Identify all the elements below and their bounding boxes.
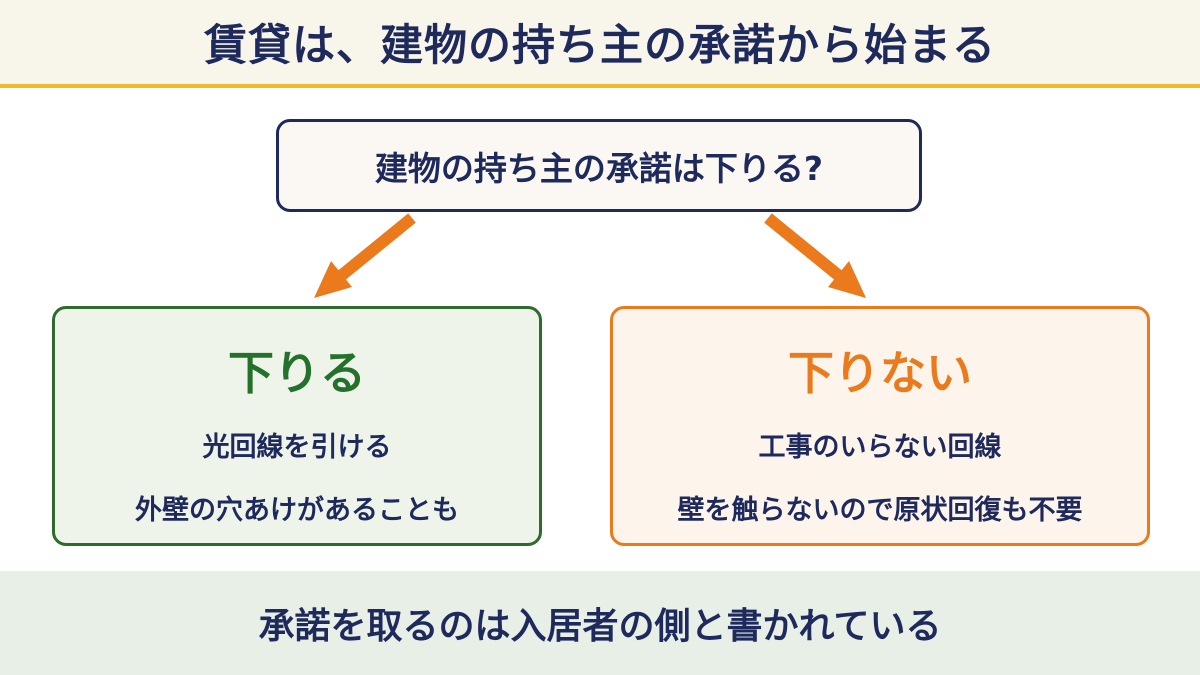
option-no-line-2: 壁を触らないので原状回復も不要 [677,495,1083,526]
question-text: 建物の持ち主の承諾は下りる? [374,148,824,188]
option-yes-line-1: 光回線を引ける [202,432,392,463]
header-bar: 賃貸は、建物の持ち主の承諾から始まる [0,0,1200,88]
option-box-no: 下りない 工事のいらない回線 壁を触らないので原状回復も不要 [610,306,1150,546]
option-yes-line-2: 外壁の穴あけがあることも [135,495,459,526]
footer-text: 承諾を取るのは入居者の側と書かれている [258,606,942,647]
option-heading-yes: 下りる [228,346,366,400]
question-box: 建物の持ち主の承諾は下りる? [276,119,922,212]
option-no-line-1: 工事のいらない回線 [758,432,1002,463]
option-heading-no: 下りない [788,346,972,400]
option-box-yes: 下りる 光回線を引ける 外壁の穴あけがあることも [52,306,542,546]
arrow-down-left-icon [314,213,416,298]
footer-bar: 承諾を取るのは入居者の側と書かれている [0,571,1200,675]
page-title: 賃貸は、建物の持ち主の承諾から始まる [204,21,996,71]
arrow-down-right-icon [764,213,866,298]
